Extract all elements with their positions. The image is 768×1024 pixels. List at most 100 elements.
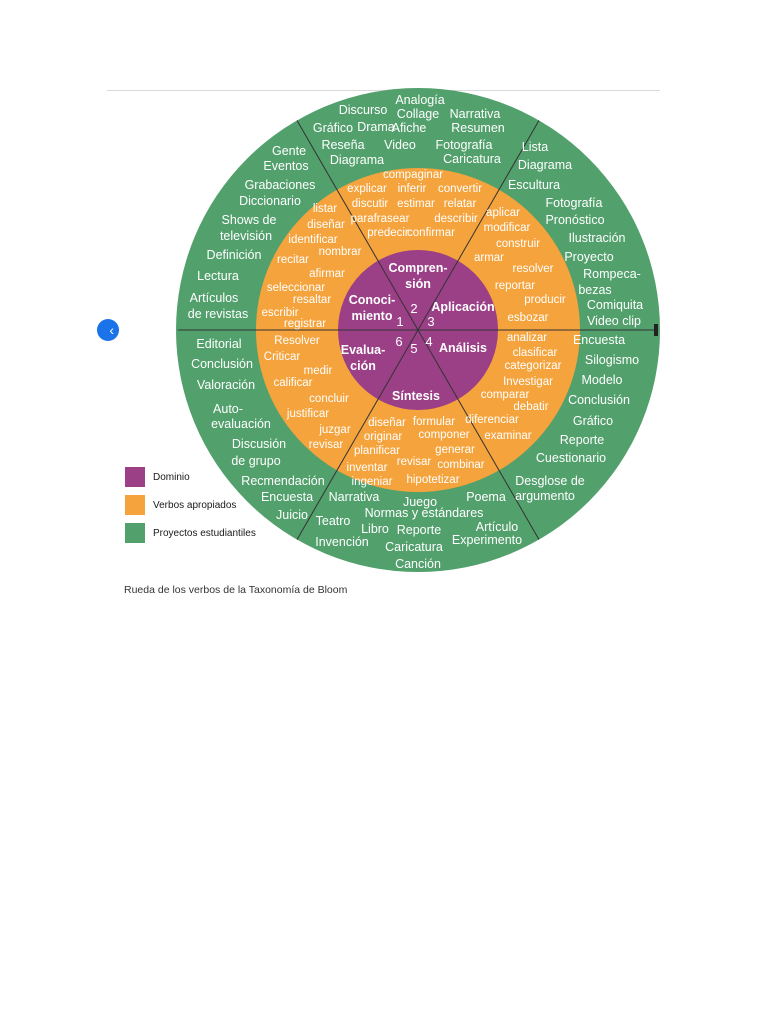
verb-conocimiento: afirmar — [309, 268, 345, 280]
project-upper-left: Gente — [272, 144, 306, 158]
project-upper-left: de revistas — [188, 307, 248, 321]
project-lower-left: Editorial — [196, 337, 241, 351]
project-upper-right: Proyecto — [564, 250, 613, 264]
project-top: Diagrama — [330, 153, 384, 167]
domain-aplicacion-number: 3 — [427, 314, 434, 329]
verb-aplicacion: reportar — [495, 280, 535, 292]
verb-conocimiento: seleccionar — [267, 282, 325, 294]
verb-analisis: diferenciar — [465, 414, 519, 426]
verb-analisis: examinar — [484, 430, 531, 442]
project-lower-left: Encuesta — [261, 490, 313, 504]
verb-sintesis: inventar — [347, 462, 388, 474]
project-bottom: Invención — [315, 535, 369, 549]
verb-sintesis: formular — [413, 416, 455, 428]
domain-conocimiento-label: miento — [352, 309, 393, 323]
project-upper-left: Shows de — [222, 213, 277, 227]
project-top: Discurso — [339, 103, 388, 117]
project-bottom: Experimento — [452, 533, 522, 547]
verb-sintesis: combinar — [437, 459, 484, 471]
project-lower-right: Silogismo — [585, 353, 639, 367]
verb-comprension: relatar — [444, 198, 477, 210]
sector-divider — [296, 120, 419, 331]
project-lower-left: de grupo — [231, 454, 280, 468]
project-upper-right: Diagrama — [518, 158, 572, 172]
verb-evaluacion: concluir — [309, 393, 349, 405]
project-bottom: Juego — [403, 495, 437, 509]
legend-swatch-verbs — [125, 495, 145, 515]
legend-item-projects: Proyectos estudiantiles — [125, 523, 256, 543]
project-upper-left: Definición — [207, 248, 262, 262]
project-upper-left: Lectura — [197, 269, 239, 283]
project-lower-left: Recmendación — [241, 474, 324, 488]
project-upper-right: Comiquita — [587, 298, 643, 312]
project-top: Caricatura — [443, 152, 501, 166]
project-lower-left: Auto- — [213, 402, 243, 416]
verb-aplicacion: resolver — [513, 263, 554, 275]
sector-divider — [296, 329, 419, 540]
verb-evaluacion: calificar — [274, 377, 313, 389]
verb-sintesis: revisar — [397, 456, 432, 468]
chevron-left-icon[interactable]: ‹ — [97, 319, 119, 341]
project-upper-right: Fotografía — [546, 196, 603, 210]
project-bottom: Canción — [395, 557, 441, 571]
verb-conocimiento: diseñar — [307, 219, 345, 231]
verb-evaluacion: Criticar — [264, 351, 301, 363]
project-upper-right: Ilustración — [569, 231, 626, 245]
project-bottom: Normas y estándares — [365, 506, 484, 520]
legend-swatch-domain — [125, 467, 145, 487]
project-top: Resumen — [451, 121, 505, 135]
sector-divider — [417, 329, 540, 540]
verb-analisis: Investigar — [503, 376, 553, 388]
project-top: Gráfico — [313, 121, 353, 135]
verb-comprension: convertir — [438, 183, 482, 195]
project-bottom: Reporte — [397, 523, 442, 537]
domain-aplicacion-label: Aplicación — [431, 300, 494, 314]
figure-caption: Rueda de los verbos de la Taxonomía de B… — [124, 584, 348, 596]
project-lower-left: Juicio — [276, 508, 308, 522]
project-lower-right: Encuesta — [573, 333, 625, 347]
project-upper-left: Diccionario — [239, 194, 301, 208]
domain-conocimiento-label: Conoci- — [349, 293, 396, 307]
project-lower-right: argumento — [515, 489, 575, 503]
verb-sintesis: generar — [435, 444, 475, 456]
verb-analisis: clasificar — [513, 347, 558, 359]
domain-comprension-label: Compren- — [388, 261, 447, 275]
domain-comprension-label: sión — [405, 277, 431, 291]
project-bottom: Caricatura — [385, 540, 443, 554]
verb-aplicacion: esbozar — [508, 312, 549, 324]
verb-comprension: discutir — [352, 198, 389, 210]
verb-sintesis: ingeniar — [352, 476, 393, 488]
legend-item-domain: Dominio — [125, 467, 256, 487]
project-top: Afiche — [392, 121, 427, 135]
project-upper-right: Pronóstico — [545, 213, 604, 227]
project-lower-right: Gráfico — [573, 414, 613, 428]
project-lower-left: Discusión — [232, 437, 286, 451]
verb-sintesis: originar — [364, 431, 403, 443]
project-bottom: Libro — [361, 522, 389, 536]
project-lower-right: Desglose de — [515, 474, 585, 488]
project-bottom: Artículo — [476, 520, 518, 534]
domain-evaluacion-label: Evalua- — [341, 343, 385, 357]
project-lower-right: Cuestionario — [536, 451, 606, 465]
verb-evaluacion: revisar — [309, 439, 344, 451]
verb-conocimiento: resaltar — [293, 294, 332, 306]
verb-analisis: comparar — [481, 389, 530, 401]
verb-analisis: categorizar — [505, 360, 562, 372]
domain-sintesis-number: 5 — [410, 341, 417, 356]
verb-evaluacion: medir — [304, 365, 333, 377]
verb-aplicacion: aplicar — [486, 207, 520, 219]
project-upper-left: Grabaciones — [245, 178, 316, 192]
legend-item-verbs: Verbos apropiados — [125, 495, 256, 515]
project-upper-right: Rompeca- — [583, 267, 641, 281]
verb-comprension: describir — [434, 213, 478, 225]
verb-aplicacion: modificar — [484, 222, 531, 234]
verb-conocimiento: listar — [313, 203, 337, 215]
verb-comprension: inferir — [398, 183, 427, 195]
verb-evaluacion: Resolver — [274, 335, 320, 347]
project-top: Narrativa — [450, 107, 501, 121]
right-axis-tick — [654, 324, 658, 336]
domain-analisis-number: 4 — [425, 334, 432, 349]
verb-comprension: compaginar — [383, 169, 443, 181]
project-top: Fotografía — [436, 138, 493, 152]
